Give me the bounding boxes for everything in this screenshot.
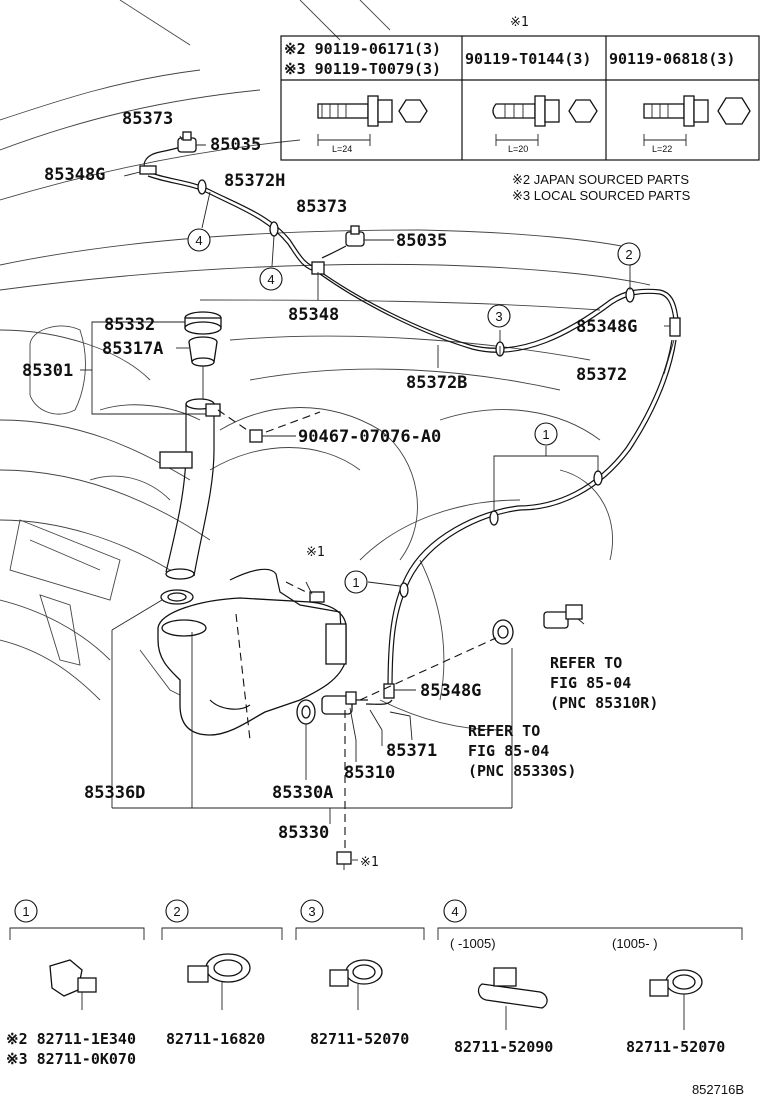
bolt-upper-icon	[305, 581, 325, 603]
label-85035-upper: 85035	[210, 135, 261, 155]
joint-85348G-right	[669, 317, 681, 337]
label-85330A: 85330A	[272, 783, 333, 803]
clip-group-3-number: 3	[308, 904, 315, 919]
clip-1-pn-japan: ※2 82711-1E340	[6, 1030, 136, 1048]
ref-85330S-line3: (PNC 85330S)	[468, 762, 576, 780]
label-85348: 85348	[288, 305, 339, 325]
label-mark1-upper: ※1	[306, 545, 325, 560]
clip-1-pn-local: ※3 82711-0K070	[6, 1050, 136, 1068]
label-85301: 85301	[22, 361, 73, 381]
label-85035-lower: 85035	[396, 231, 447, 251]
svg-text:4: 4	[195, 233, 202, 248]
label-85317A: 85317A	[102, 339, 163, 359]
ref-85310R-line1: REFER TO	[550, 654, 622, 672]
clip-group-1-number: 1	[22, 904, 29, 919]
clip-90467-icon	[249, 429, 263, 443]
svg-text:2: 2	[625, 247, 632, 262]
table-col2-row1: 90119-T0144(3)	[465, 50, 591, 68]
callout-4-lower: 4	[259, 267, 283, 291]
label-mark1-lower: ※1	[360, 855, 379, 870]
table-col1-length: L=24	[332, 144, 352, 154]
clip-3-pn: 82711-52070	[310, 1030, 409, 1048]
filler-neck-85301	[159, 398, 221, 580]
clip-group-4-number: 4	[451, 904, 458, 919]
nozzle-85035-upper-icon	[177, 131, 205, 153]
pump-85310R-ref	[543, 604, 585, 629]
assembly-dash-lines	[217, 409, 497, 852]
clip-2-icon	[187, 953, 251, 1010]
callout-2: 2	[617, 242, 641, 266]
grommet-85330A	[296, 699, 316, 725]
note-japan-sourced: ※2 JAPAN SOURCED PARTS	[512, 172, 689, 187]
clip-3-icon	[329, 959, 383, 1010]
nozzle-85035-lower-icon	[321, 225, 365, 259]
label-85372: 85372	[576, 365, 627, 385]
clip-range-to-1005: ( -1005)	[450, 936, 496, 951]
washer-pump-85310	[321, 691, 368, 715]
table-col3-row1: 90119-06818(3)	[609, 50, 735, 68]
clip-4a-icon	[477, 967, 548, 1030]
table-header-mark: ※1	[510, 15, 529, 30]
clip-legend: 1 2 3 4 ( -1005) (1005- )	[9, 899, 743, 951]
hose-clamp-marks	[197, 179, 635, 598]
label-85373-upper: 85373	[122, 109, 173, 129]
label-85372H: 85372H	[224, 171, 285, 191]
clip-2-pn: 82711-16820	[166, 1030, 265, 1048]
table-col2-length: L=20	[508, 144, 528, 154]
ref-85330S-line1: REFER TO	[468, 722, 540, 740]
washer-tank-85330	[157, 568, 347, 736]
bolt-icon	[643, 95, 751, 146]
grommet-85336D	[160, 589, 194, 605]
leader-lines	[80, 135, 675, 824]
callout-1-lower: 1	[344, 570, 368, 594]
svg-text:3: 3	[495, 309, 502, 324]
label-90467-07076-A0: 90467-07076-A0	[298, 427, 441, 447]
callout-1-upper: 1	[534, 422, 558, 446]
label-85373-lower: 85373	[296, 197, 347, 217]
bolt-lower-icon	[336, 851, 352, 870]
svg-text:1: 1	[352, 575, 359, 590]
vehicle-body-outline	[0, 0, 651, 731]
callout-3: 3	[487, 304, 511, 328]
label-85348G-upper: 85348G	[44, 165, 105, 185]
label-85310: 85310	[344, 763, 395, 783]
filler-cap-85332	[184, 311, 222, 335]
hose-85371	[365, 699, 393, 705]
joint-85348G-lower	[383, 683, 395, 699]
clip-4b-icon	[649, 969, 703, 1030]
table-col1-row1: ※2 90119-06171(3)	[284, 40, 441, 58]
table-col3-length: L=22	[652, 144, 672, 154]
label-85336D: 85336D	[84, 783, 145, 803]
joint-85348G-upper	[139, 165, 157, 175]
bolt-table: ※1 ※2 90119-06171(3) ※3 90119-T0079(3) 9…	[280, 15, 760, 161]
label-85330: 85330	[278, 823, 329, 843]
label-85348G-right: 85348G	[576, 317, 637, 337]
clip-group-2-number: 2	[173, 904, 180, 919]
table-col1-row2: ※3 90119-T0079(3)	[284, 60, 441, 78]
ref-85310R-line3: (PNC 85310R)	[550, 694, 658, 712]
clip-range-from-1005: (1005- )	[612, 936, 658, 951]
label-85348G-lower: 85348G	[420, 681, 481, 701]
bolt-icon	[492, 95, 598, 146]
svg-text:1: 1	[542, 427, 549, 442]
grommet-85330S-ref	[492, 619, 514, 645]
note-local-sourced: ※3 LOCAL SOURCED PARTS	[512, 188, 691, 203]
filler-strainer-85317A	[188, 336, 218, 400]
ref-85330S-line2: FIG 85-04	[468, 742, 549, 760]
ref-85310R-line2: FIG 85-04	[550, 674, 631, 692]
washer-hoses	[143, 145, 679, 691]
svg-text:4: 4	[267, 272, 274, 287]
label-85371: 85371	[386, 741, 437, 761]
callout-4-upper: 4	[187, 228, 211, 252]
figure-code: 852716B	[692, 1082, 744, 1097]
clip-4b-pn: 82711-52070	[626, 1038, 725, 1056]
clip-4a-pn: 82711-52090	[454, 1038, 553, 1056]
bolt-icon	[317, 95, 428, 146]
clip-1-icon	[49, 959, 97, 1010]
label-85372B: 85372B	[406, 373, 467, 393]
label-85332: 85332	[104, 315, 155, 335]
